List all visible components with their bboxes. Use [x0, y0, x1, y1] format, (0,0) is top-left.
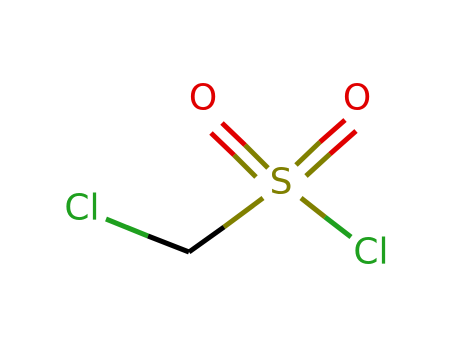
bond-s1-cl2: [299, 196, 353, 239]
atom-label-cl2: Cl: [353, 232, 388, 273]
atom-label-o1: O: [189, 78, 217, 119]
bond-s1-o2-double: [294, 118, 358, 178]
atom-label-cl1: Cl: [64, 188, 99, 229]
atom-label-o2: O: [343, 78, 371, 119]
atom-label-s1: S: [270, 162, 293, 203]
bond-c1-s1: [187, 195, 265, 255]
bond-s1-o1-double: [209, 121, 270, 179]
bond-cl1-c1: [105, 216, 190, 255]
